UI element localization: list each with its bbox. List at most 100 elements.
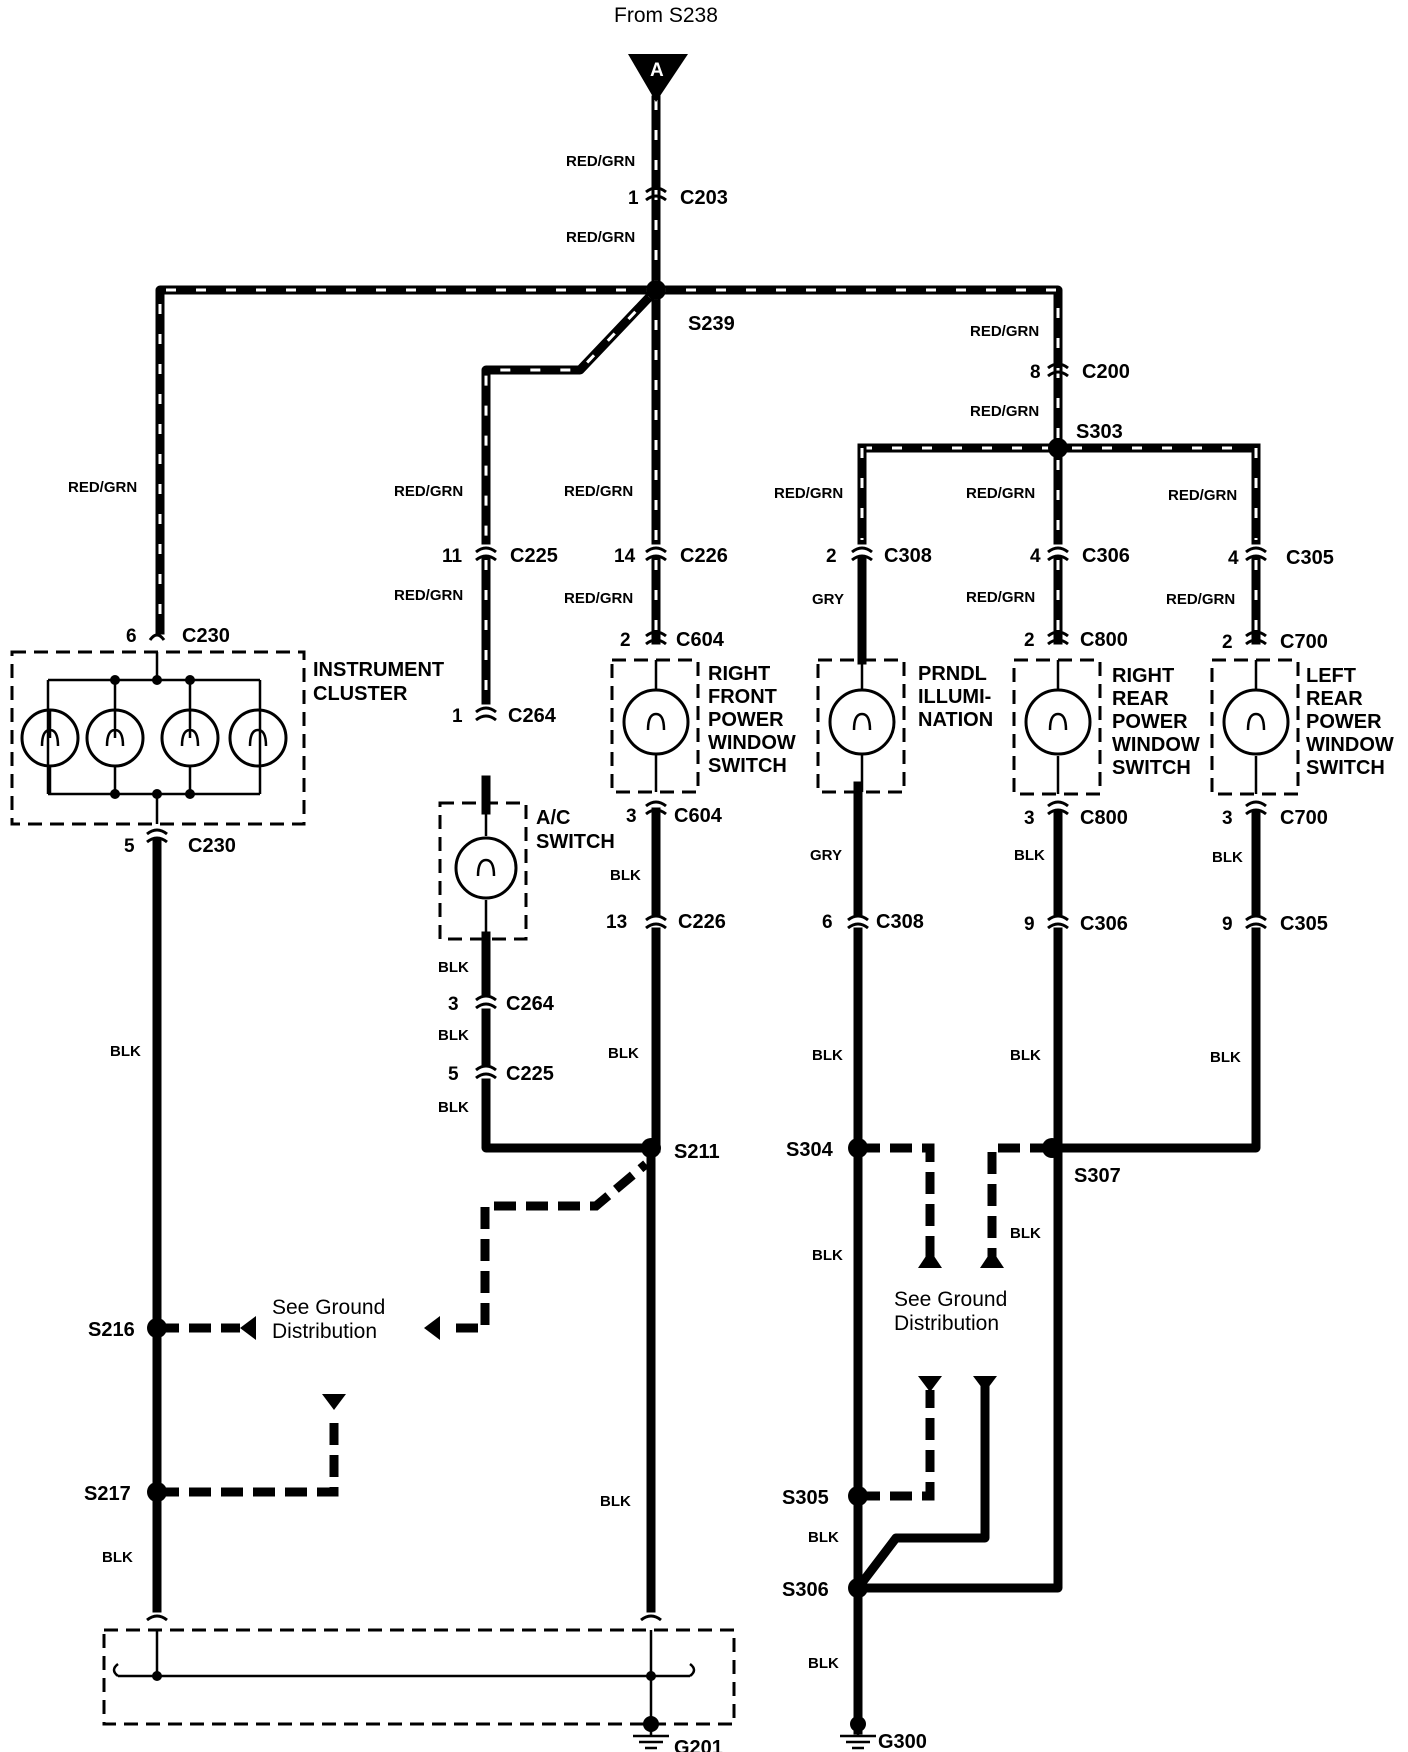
wire-color-labels: RED/GRN RED/GRN RED/GRN RED/GRN RED/GRN … (68, 153, 1243, 1672)
wire-color-label: BLK (110, 1043, 141, 1060)
see-ground-text: See Ground (894, 1288, 1007, 1311)
wire-color-label: RED/GRN (970, 403, 1039, 420)
splice-labels: S239 S303 S211 S304 S307 S216 S217 S305 … (84, 313, 1123, 1601)
wire-color-label: BLK (808, 1655, 839, 1672)
component-label-line: POWER (1112, 711, 1188, 733)
wire-color-label: BLK (438, 1027, 469, 1044)
wire-color-label: RED/GRN (1168, 487, 1237, 504)
connector-pin: 4 (1228, 548, 1239, 569)
component-label-line: A/C (536, 807, 570, 829)
component-label-line: WINDOW (708, 732, 796, 754)
g201-ground-block: G201 (102, 1614, 736, 1752)
component-label-line: WINDOW (1306, 734, 1394, 756)
connector-pin: 5 (124, 836, 135, 857)
connector-name: C305 (1286, 547, 1334, 569)
wire-color-label: BLK (1210, 1049, 1241, 1066)
wire-color-label: BLK (1014, 847, 1045, 864)
connector-name: C800 (1080, 629, 1128, 651)
see-ground-text: Distribution (894, 1312, 999, 1335)
component-label-line: POWER (1306, 711, 1382, 733)
connector-pin: 3 (1024, 808, 1035, 829)
prndl-illumination: PRNDL ILLUMI- NATION (816, 658, 993, 794)
arrow-up-icon (918, 1250, 942, 1268)
left-rear-window-switch: LEFT REAR POWER WINDOW SWITCH (1210, 658, 1394, 796)
splice-label: S211 (674, 1141, 720, 1163)
connector-pin: 3 (1222, 808, 1233, 829)
wire-color-label: RED/GRN (566, 229, 635, 246)
wire-color-label: RED/GRN (774, 485, 843, 502)
connector-name: C203 (680, 187, 728, 209)
connector-pin: 6 (822, 912, 833, 933)
component-label-line: REAR (1112, 688, 1169, 710)
ground-wires (152, 555, 1261, 1735)
wire-color-label: BLK (812, 1247, 843, 1264)
connector-name: C604 (674, 805, 723, 827)
bulb-icon (454, 836, 518, 900)
connector-labels: 1 C203 8 C200 6 C230 5 C230 11 C225 1 C2… (124, 187, 1334, 1085)
wire-color-label: RED/GRN (394, 587, 463, 604)
connector-name: C230 (182, 625, 230, 647)
connector-pin: 2 (1024, 630, 1035, 651)
splice-label: S305 (782, 1487, 829, 1509)
source-letter: A (650, 60, 664, 81)
source-triangle-icon (628, 54, 688, 102)
connector-name: C226 (678, 911, 726, 933)
source-label: From S238 (614, 4, 718, 27)
bulb-icon (20, 708, 80, 794)
wire-color-label: BLK (610, 867, 641, 884)
connector-pin: 1 (628, 188, 639, 209)
wire-color-label: RED/GRN (966, 589, 1035, 606)
component-label-line: ILLUMI- (918, 686, 991, 708)
wire-color-label: GRY (810, 847, 842, 864)
splice-label: S216 (88, 1319, 135, 1341)
connector-name: C264 (506, 993, 555, 1015)
connector-name: C308 (884, 545, 932, 567)
wire-color-label: BLK (438, 959, 469, 976)
component-label-line: RIGHT (708, 663, 770, 685)
component-label-line: INSTRUMENT (313, 659, 444, 681)
component-label-line: SWITCH (1112, 757, 1191, 779)
ground-label: G201 (674, 1737, 723, 1752)
g300-ground: G300 (840, 1716, 927, 1752)
connector-pin: 14 (614, 546, 636, 567)
connector-pin: 9 (1222, 914, 1233, 935)
component-label-line: POWER (708, 709, 784, 731)
wire-color-label: BLK (102, 1549, 133, 1566)
connector-pin: 4 (1030, 546, 1041, 567)
wire-color-label: BLK (1010, 1047, 1041, 1064)
wire-color-label: BLK (608, 1045, 639, 1062)
arrow-down-icon (918, 1376, 942, 1392)
connector-name: C604 (676, 629, 725, 651)
connector-name: C225 (506, 1063, 554, 1085)
see-ground-text: Distribution (272, 1320, 377, 1343)
component-label-line: SWITCH (1306, 757, 1385, 779)
wire-color-label: BLK (808, 1529, 839, 1546)
connector-pin: 6 (126, 626, 137, 647)
splice-label: S304 (786, 1139, 834, 1161)
connector-name: C225 (510, 545, 558, 567)
connector-name: C264 (508, 705, 557, 727)
ground-label: G300 (878, 1731, 927, 1752)
wire-color-label: RED/GRN (394, 483, 463, 500)
wire-color-label: RED/GRN (564, 483, 633, 500)
right-rear-window-switch: RIGHT REAR POWER WINDOW SWITCH (1012, 658, 1200, 796)
connector-name: C200 (1082, 361, 1130, 383)
connector-name: C800 (1080, 807, 1128, 829)
splice-label: S303 (1076, 421, 1123, 443)
connector-pin: 9 (1024, 914, 1035, 935)
bulb-icon (622, 688, 690, 756)
ground-icon (840, 1724, 876, 1750)
arrow-left-icon (240, 1316, 256, 1340)
wire-color-label: RED/GRN (564, 590, 633, 607)
connector-pin: 5 (448, 1064, 459, 1085)
connector-pin: 13 (606, 912, 627, 933)
see-ground-arrows (240, 1250, 1004, 1410)
connector-pin: 2 (620, 630, 631, 651)
bulb-icon (828, 688, 896, 756)
bulb-icon (228, 708, 288, 768)
source-connector: A From S238 (614, 4, 718, 102)
connector-name: C230 (188, 835, 236, 857)
component-label-line: WINDOW (1112, 734, 1200, 756)
splice-label: S239 (688, 313, 735, 335)
bulb-icon (1222, 688, 1290, 756)
